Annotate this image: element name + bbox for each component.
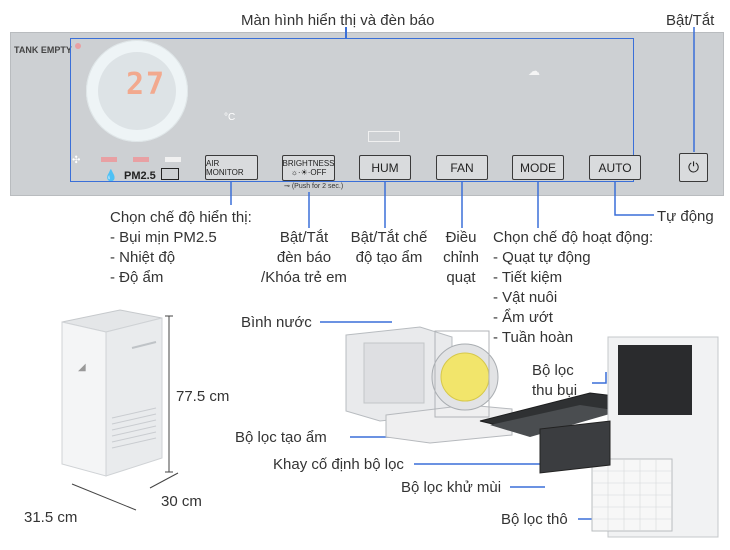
air-monitor-button[interactable]: AIR MONITOR: [205, 155, 258, 180]
pre-filter-label: Bộ lọc thô: [501, 511, 568, 528]
pm-light-red-1: [101, 157, 117, 162]
fan-desc-line: quạt: [446, 269, 476, 286]
mode-title: Chọn chế độ hoạt động:: [493, 229, 654, 246]
air-monitor-option: - Nhiệt độ: [110, 249, 176, 266]
power-icon: ⏻: [687, 159, 700, 175]
mode-option: - Quạt tự động: [493, 249, 591, 266]
air-purifier-unit: ◢: [61, 309, 163, 477]
child-lock-note: ⊸ (Push for 2 sec.): [284, 182, 343, 191]
air-monitor-title: Chọn chế độ hiển thị:: [110, 209, 252, 226]
pm25-sensor-icon: [161, 168, 179, 180]
dust-filter-line: thu bụi: [532, 382, 578, 399]
depth-dimension: 30 cm: [161, 493, 202, 510]
brightness-desc-line: Bật/Tắt: [279, 229, 329, 246]
exploded-components: [345, 326, 719, 538]
mode-option: - Vật nuôi: [493, 289, 558, 306]
mode-option: - Ẩm ướt: [493, 309, 553, 326]
dust-filter-label: Bộ lọc thu bụi: [532, 361, 577, 401]
pm-light-red-2: [133, 157, 149, 162]
fan-level-indicator: [368, 131, 400, 142]
fan-button[interactable]: FAN: [436, 155, 488, 180]
display-reading: 27: [126, 67, 167, 102]
humidity-cloud-icon: ☁: [528, 64, 540, 78]
water-tank-label: Bình nước: [241, 314, 312, 331]
deodorizing-filter-label: Bộ lọc khử mùi: [401, 479, 502, 496]
display-callout-line: [345, 27, 347, 38]
brightness-label: BRIGHTNESS: [282, 159, 335, 168]
height-dimension: 77.5 cm: [176, 388, 230, 405]
brightness-desc-line: đèn báo: [276, 249, 332, 266]
power-label: Bật/Tắt: [666, 12, 715, 29]
hum-button[interactable]: HUM: [359, 155, 411, 180]
brightness-desc-line: /Khóa trẻ em: [261, 269, 347, 286]
fan-desc-line: Điều: [445, 229, 477, 246]
hum-desc-line: độ tạo ẩm: [355, 249, 423, 266]
pm-light-white: [165, 157, 181, 162]
tank-empty-indicator: TANK EMPTY: [14, 45, 72, 55]
fan-description: Điều chỉnh quạt: [436, 228, 486, 288]
fan-desc-line: chỉnh: [443, 249, 479, 266]
display-and-lights-label: Màn hình hiển thị và đèn báo: [241, 12, 435, 29]
air-monitor-option: - Độ ẩm: [110, 269, 164, 286]
auto-button[interactable]: AUTO: [589, 155, 641, 180]
air-monitor-description: Chọn chế độ hiển thị: - Bụi mịn PM2.5 - …: [110, 208, 252, 288]
celsius-unit: °C: [224, 112, 236, 123]
mode-option: - Tiết kiệm: [493, 269, 563, 286]
mode-option: - Tuần hoàn: [493, 329, 574, 346]
brightness-description: Bật/Tắt đèn báo /Khóa trẻ em: [252, 228, 356, 288]
hum-description: Bật/Tắt chế độ tạo ẩm: [344, 228, 434, 268]
water-drop-icon: 💧: [104, 170, 118, 182]
hum-desc-line: Bật/Tắt chế: [350, 229, 428, 246]
auto-mode-label: Tự động: [657, 208, 714, 225]
display-ring: [86, 40, 188, 142]
air-monitor-option: - Bụi mịn PM2.5: [110, 229, 217, 246]
dust-filter-line: Bộ lọc: [532, 362, 574, 379]
child-lock-text: (Push for 2 sec.): [291, 183, 344, 190]
fan-icon: ✣: [72, 155, 81, 166]
brightness-levels: ☼·☀·OFF: [290, 168, 327, 177]
brightness-button[interactable]: BRIGHTNESS ☼·☀·OFF: [282, 155, 335, 181]
filter-tray-label: Khay cố định bộ lọc: [273, 456, 404, 473]
key-icon: ⊸: [284, 183, 292, 190]
mode-description: Chọn chế độ hoạt động: - Quạt tự động - …: [493, 228, 653, 348]
pm25-label: PM2.5: [124, 170, 156, 182]
width-dimension: 31.5 cm: [24, 509, 78, 526]
tank-empty-light: [75, 43, 81, 49]
mode-button[interactable]: MODE: [512, 155, 564, 180]
humidifier-filter-label: Bộ lọc tạo ẩm: [235, 429, 327, 446]
power-button[interactable]: ⏻: [679, 153, 708, 182]
svg-text:◢: ◢: [78, 362, 86, 373]
display-callout-box: [70, 38, 634, 182]
